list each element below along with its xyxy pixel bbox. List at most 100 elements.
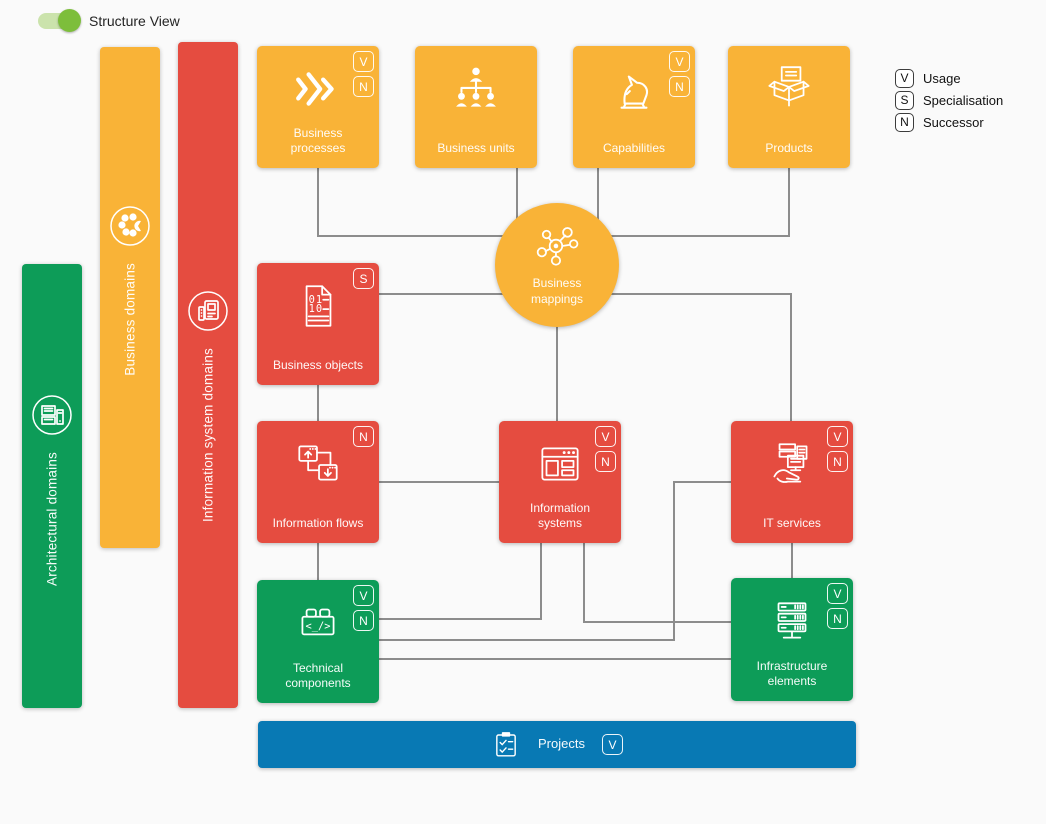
- node-information-flows[interactable]: Information flows N: [257, 421, 379, 543]
- connector-line: [673, 481, 732, 483]
- chess-knight-icon: [607, 62, 661, 116]
- connector-line: [540, 543, 542, 620]
- windows-arrows-icon: [291, 437, 345, 491]
- node-icon-area: [573, 54, 695, 124]
- legend-label-successor: Successor: [923, 114, 984, 130]
- connector-line: [556, 327, 558, 422]
- server-stack-icon: [765, 595, 819, 649]
- org-chart-people-icon: [449, 62, 503, 116]
- connector-line: [583, 621, 732, 623]
- badge-v: V: [601, 734, 623, 755]
- domain-bar-business-domains[interactable]: Business domains: [100, 47, 160, 548]
- toggle-knob-icon: [58, 9, 81, 32]
- connector-line: [379, 658, 732, 660]
- node-label: Products: [765, 141, 813, 156]
- legend: V Usage S Specialisation N Successor: [895, 67, 1003, 133]
- svg-text:<_/>: <_/>: [306, 620, 331, 632]
- connector-line: [379, 618, 542, 620]
- domain-bar-label: Business domains: [122, 263, 138, 376]
- connector-line: [317, 543, 319, 581]
- legend-badge-s: S: [895, 90, 914, 110]
- connector-line: [788, 168, 790, 236]
- badge-n: N: [669, 76, 690, 97]
- svg-text:01: 01: [309, 294, 324, 306]
- badge-v: V: [669, 51, 690, 72]
- badge-v: V: [353, 585, 374, 606]
- badge-n: N: [353, 610, 374, 631]
- node-products[interactable]: Products: [728, 46, 850, 168]
- legend-item-specialisation: S Specialisation: [895, 89, 1003, 111]
- legend-item-successor: N Successor: [895, 111, 1003, 133]
- badge-stack: N: [353, 426, 374, 447]
- open-box-icon: [762, 62, 816, 116]
- badge-n: N: [353, 76, 374, 97]
- hand-screen-icon: [765, 437, 819, 491]
- domain-bar-label: Architectural domains: [44, 452, 60, 587]
- domain-bar-information-system-domains[interactable]: Information system domains: [178, 42, 238, 708]
- structure-view-toggle[interactable]: [38, 9, 81, 32]
- structure-view-label: Structure View: [89, 13, 180, 29]
- badge-v: V: [595, 426, 616, 447]
- node-icon-area: [257, 429, 379, 499]
- legend-badge-v: V: [895, 68, 914, 88]
- badge-v: V: [827, 583, 848, 604]
- clipboard-checklist-icon: [491, 730, 521, 760]
- node-label: IT services: [763, 516, 821, 531]
- connector-line: [597, 168, 599, 220]
- badge-n: N: [353, 426, 374, 447]
- badge-v: V: [827, 426, 848, 447]
- connector-line: [516, 168, 518, 222]
- node-label: Technical components: [285, 660, 351, 691]
- badge-n: N: [595, 451, 616, 472]
- node-icon-area: <_/>: [257, 588, 379, 659]
- badge-n: N: [827, 451, 848, 472]
- node-icon-area: [415, 54, 537, 124]
- connector-line: [673, 482, 675, 641]
- node-label: Business units: [437, 141, 515, 156]
- process-chevrons-icon: [291, 62, 345, 116]
- badge-n: N: [827, 608, 848, 629]
- node-label: Capabilities: [602, 141, 666, 156]
- legend-label-usage: Usage: [923, 70, 961, 86]
- node-icon-area: [731, 429, 853, 499]
- node-icon-area: [731, 586, 853, 657]
- node-label: Business processes: [290, 125, 346, 156]
- node-label: Business objects: [272, 358, 364, 373]
- connector-line: [317, 168, 319, 236]
- node-icon-area: [728, 54, 850, 124]
- circle-building-icon: [29, 392, 75, 438]
- node-label: Information flows: [272, 516, 364, 531]
- connector-line: [379, 639, 675, 641]
- badge-stack: S: [353, 268, 374, 289]
- hub-network-icon: [533, 223, 581, 271]
- connector-line: [790, 293, 792, 422]
- legend-item-usage: V Usage: [895, 67, 1003, 89]
- connector-line: [791, 543, 793, 579]
- code-brick-icon: <_/>: [291, 597, 345, 651]
- node-business-units[interactable]: Business units: [415, 46, 537, 168]
- app-window-icon: [533, 437, 587, 491]
- domain-bar-label: Information system domains: [200, 348, 216, 523]
- connector-line: [317, 385, 319, 422]
- node-label: Infrastructure elements: [756, 658, 828, 689]
- domain-bar-architectural-domains[interactable]: Architectural domains: [22, 264, 82, 708]
- node-business-mappings[interactable]: Business mappings: [495, 203, 619, 327]
- circle-flower-icon: [107, 203, 153, 249]
- connector-line: [379, 481, 500, 483]
- circle-devices-icon: [185, 288, 231, 334]
